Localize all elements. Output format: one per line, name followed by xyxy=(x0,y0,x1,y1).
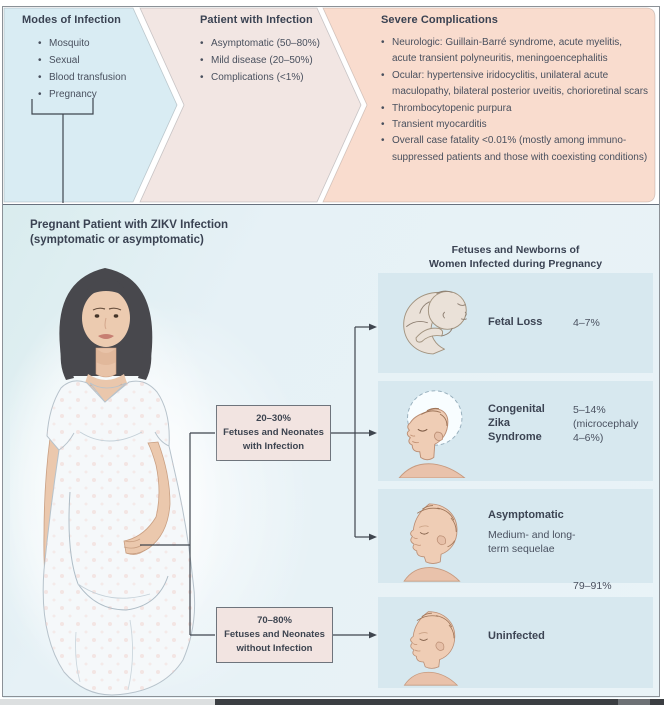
list-item: Neurologic: Guillain-Barré syndrome, acu… xyxy=(381,35,649,68)
list-item: Sexual xyxy=(38,52,157,69)
modes-list: Mosquito Sexual Blood transfusion Pregna… xyxy=(38,35,157,103)
outcomes-header: Fetuses and Newborns of Women Infected d… xyxy=(378,243,653,271)
asymptomatic-label: Asymptomatic xyxy=(488,509,564,521)
without-infection-line1: Fetuses and Neonates xyxy=(224,629,325,640)
severe-list: Neurologic: Guillain-Barré syndrome, acu… xyxy=(381,35,649,166)
list-item: Asymptomatic (50–80%) xyxy=(200,35,365,52)
patient-list: Asymptomatic (50–80%) Mild disease (20–5… xyxy=(200,35,365,86)
list-item: Overall case fatality <0.01% (mostly amo… xyxy=(381,133,649,166)
outcomes-header-line2: Women Infected during Pregnancy xyxy=(428,258,603,270)
microcephaly-baby-illustration xyxy=(398,390,466,478)
uninfected-baby-illustration xyxy=(403,611,459,686)
section-title-line1: Pregnant Patient with ZIKV Infection xyxy=(30,219,229,231)
uninfected-rate-value: 79–91% xyxy=(573,580,612,592)
with-infection-pct: 20–30% xyxy=(256,413,291,424)
pregnant-woman-illustration xyxy=(10,268,220,697)
scrollbar-thumb[interactable] xyxy=(215,699,618,705)
woman-right-arm xyxy=(123,441,171,555)
scrollbar-track-right[interactable] xyxy=(618,699,650,705)
severe-title: Severe Complications xyxy=(381,14,498,26)
list-item: Blood transfusion xyxy=(38,69,157,86)
with-infection-box: 20–30% Fetuses and Neonates with Infecti… xyxy=(216,405,331,461)
with-infection-line1: Fetuses and Neonates xyxy=(223,427,324,438)
section-title: Pregnant Patient with ZIKV Infection (sy… xyxy=(30,218,228,248)
asymptomatic-note: Medium- and long-term sequelae xyxy=(488,529,576,555)
list-item: Pregnancy xyxy=(38,86,157,103)
list-item: Complications (<1%) xyxy=(200,69,365,86)
without-infection-line2: without Infection xyxy=(236,643,313,654)
list-item: Mild disease (20–50%) xyxy=(200,52,365,69)
fetal-loss-value: 4–7% xyxy=(573,317,600,329)
uninfected-label: Uninfected xyxy=(488,630,545,642)
woman-head xyxy=(81,278,131,378)
asymptomatic-baby-illustration xyxy=(403,503,461,582)
congenital-zika-label: Congenital Zika Syndrome xyxy=(488,403,545,443)
patient-title: Patient with Infection xyxy=(200,14,313,26)
severe-complications-panel: Severe Complications Neurologic: Guillai… xyxy=(381,14,649,166)
patient-with-infection-panel: Patient with Infection Asymptomatic (50–… xyxy=(200,14,365,86)
list-item: Ocular: hypertensive iridocyclitis, unil… xyxy=(381,68,649,101)
list-item: Thrombocytopenic purpura xyxy=(381,101,649,118)
scrollbar-end[interactable] xyxy=(650,699,664,705)
list-item: Transient myocarditis xyxy=(381,117,649,134)
outcomes-header-line1: Fetuses and Newborns of xyxy=(451,244,580,256)
modes-title: Modes of Infection xyxy=(22,14,121,26)
without-infection-box: 70–80% Fetuses and Neonates without Infe… xyxy=(216,607,333,663)
fetal-loss-label: Fetal Loss xyxy=(488,316,543,328)
scrollbar-track-left[interactable] xyxy=(0,699,215,705)
congenital-zika-value: 5–14% (microcephaly 4–6%) xyxy=(573,404,639,444)
section-title-line2: (symptomatic or asymptomatic) xyxy=(30,234,204,246)
fetus-illustration xyxy=(403,290,467,355)
without-infection-pct: 70–80% xyxy=(257,615,292,626)
list-item: Mosquito xyxy=(38,35,157,52)
with-infection-line2: with Infection xyxy=(242,441,305,452)
modes-of-infection-panel: Modes of Infection Mosquito Sexual Blood… xyxy=(22,14,157,103)
